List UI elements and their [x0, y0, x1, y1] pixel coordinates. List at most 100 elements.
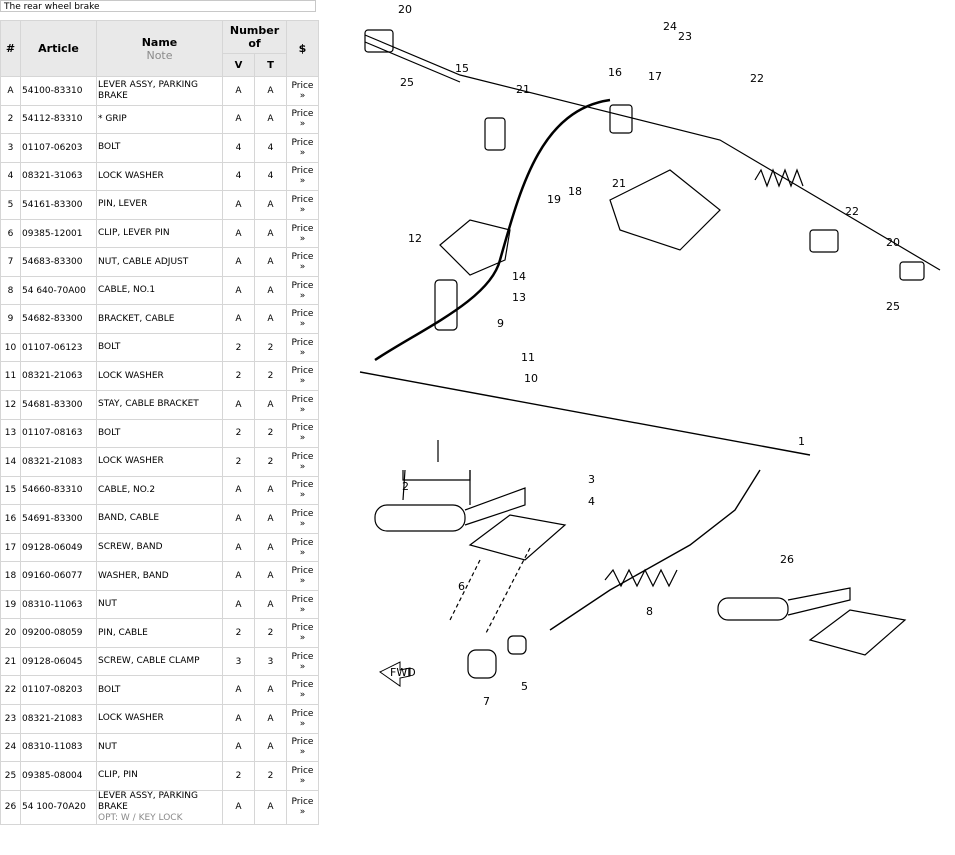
callout-26: 26	[780, 553, 794, 566]
price-link[interactable]: Price»	[286, 390, 319, 420]
price-label[interactable]: Price	[291, 137, 314, 148]
price-arrow-icon[interactable]: »	[299, 633, 306, 644]
price-link[interactable]: Price»	[286, 218, 319, 249]
price-link[interactable]: Price»	[286, 76, 319, 106]
qty-t: A	[254, 218, 287, 249]
price-link[interactable]: Price»	[286, 475, 319, 506]
price-label[interactable]: Price	[291, 280, 314, 291]
article-number: 09128-06049	[20, 532, 97, 563]
price-link[interactable]: Price»	[286, 133, 319, 163]
article-number: 08310-11083	[20, 732, 97, 763]
price-link[interactable]: Price»	[286, 332, 319, 363]
price-link[interactable]: Price»	[286, 247, 319, 277]
price-arrow-icon[interactable]: »	[299, 461, 306, 472]
price-link[interactable]: Price»	[286, 447, 319, 477]
price-label[interactable]: Price	[291, 309, 314, 320]
price-arrow-icon[interactable]: »	[299, 718, 306, 729]
price-label[interactable]: Price	[291, 166, 314, 177]
price-link[interactable]: Price»	[286, 275, 319, 306]
price-label[interactable]: Price	[291, 651, 314, 662]
price-label[interactable]: Price	[291, 194, 314, 205]
price-arrow-icon[interactable]: »	[299, 518, 306, 529]
price-label[interactable]: Price	[291, 537, 314, 548]
row-number: 6	[0, 218, 21, 249]
price-arrow-icon[interactable]: »	[299, 90, 306, 101]
part-name-cell: BAND, CABLE	[96, 504, 223, 534]
callout-9: 9	[497, 317, 504, 330]
price-arrow-icon[interactable]: »	[299, 262, 306, 273]
price-arrow-icon[interactable]: »	[299, 319, 306, 330]
price-label[interactable]: Price	[291, 109, 314, 120]
price-label[interactable]: Price	[291, 737, 314, 748]
price-arrow-icon[interactable]: »	[299, 176, 306, 187]
price-arrow-icon[interactable]: »	[299, 604, 306, 615]
price-label[interactable]: Price	[291, 708, 314, 719]
price-arrow-icon[interactable]: »	[299, 119, 306, 130]
price-label[interactable]: Price	[291, 451, 314, 462]
price-arrow-icon[interactable]: »	[299, 376, 306, 387]
price-link[interactable]: Price»	[286, 732, 319, 763]
price-link[interactable]: Price»	[286, 504, 319, 534]
price-link[interactable]: Price»	[286, 418, 319, 449]
col-header-t: T	[254, 53, 287, 77]
price-link[interactable]: Price»	[286, 646, 319, 677]
price-label[interactable]: Price	[291, 80, 314, 91]
price-label[interactable]: Price	[291, 480, 314, 491]
part-name: CABLE, NO.1	[98, 285, 156, 296]
price-arrow-icon[interactable]: »	[299, 576, 306, 587]
part-name: BRACKET, CABLE	[98, 313, 175, 324]
price-arrow-icon[interactable]: »	[299, 204, 306, 215]
price-label[interactable]: Price	[291, 366, 314, 377]
price-label[interactable]: Price	[291, 594, 314, 605]
article-number: 54691-83300	[20, 504, 97, 534]
price-label[interactable]: Price	[291, 508, 314, 519]
qty-t: A	[254, 732, 287, 763]
price-label[interactable]: Price	[291, 566, 314, 577]
price-link[interactable]: Price»	[286, 304, 319, 334]
col-header-note: Note	[146, 48, 173, 62]
price-label[interactable]: Price	[291, 252, 314, 263]
part-name: LOCK WASHER	[98, 456, 164, 467]
price-link[interactable]: Price»	[286, 161, 319, 192]
price-arrow-icon[interactable]: »	[299, 547, 306, 558]
part-name-cell: STAY, CABLE BRACKET	[96, 390, 223, 420]
price-link[interactable]: Price»	[286, 704, 319, 734]
price-arrow-icon[interactable]: »	[299, 661, 306, 672]
price-link[interactable]: Price»	[286, 361, 319, 392]
callout-16: 16	[608, 66, 622, 79]
price-link[interactable]: Price»	[286, 532, 319, 563]
price-arrow-icon[interactable]: »	[299, 807, 306, 818]
price-link[interactable]: Price»	[286, 589, 319, 620]
price-arrow-icon[interactable]: »	[299, 433, 306, 444]
price-arrow-icon[interactable]: »	[299, 690, 306, 701]
price-label[interactable]: Price	[291, 765, 314, 776]
price-label[interactable]: Price	[291, 423, 314, 434]
price-arrow-icon[interactable]: »	[299, 747, 306, 758]
price-arrow-icon[interactable]: »	[299, 147, 306, 158]
price-link[interactable]: Price»	[286, 190, 319, 220]
price-link[interactable]: Price»	[286, 675, 319, 706]
price-arrow-icon[interactable]: »	[299, 775, 306, 786]
price-label[interactable]: Price	[291, 623, 314, 634]
price-link[interactable]: Price»	[286, 561, 319, 591]
price-arrow-icon[interactable]: »	[299, 404, 306, 415]
price-label[interactable]: Price	[291, 680, 314, 691]
article-number: 09128-06045	[20, 646, 97, 677]
price-arrow-icon[interactable]: »	[299, 490, 306, 501]
qty-v: A	[222, 589, 255, 620]
price-label[interactable]: Price	[291, 797, 314, 808]
price-label[interactable]: Price	[291, 337, 314, 348]
price-link[interactable]: Price»	[286, 789, 319, 825]
price-label[interactable]: Price	[291, 394, 314, 405]
price-label[interactable]: Price	[291, 223, 314, 234]
price-arrow-icon[interactable]: »	[299, 290, 306, 301]
price-link[interactable]: Price»	[286, 618, 319, 648]
price-link[interactable]: Price»	[286, 761, 319, 791]
price-arrow-icon[interactable]: »	[299, 233, 306, 244]
part-name-cell: BOLT	[96, 675, 223, 706]
price-arrow-icon[interactable]: »	[299, 347, 306, 358]
price-link[interactable]: Price»	[286, 104, 319, 135]
